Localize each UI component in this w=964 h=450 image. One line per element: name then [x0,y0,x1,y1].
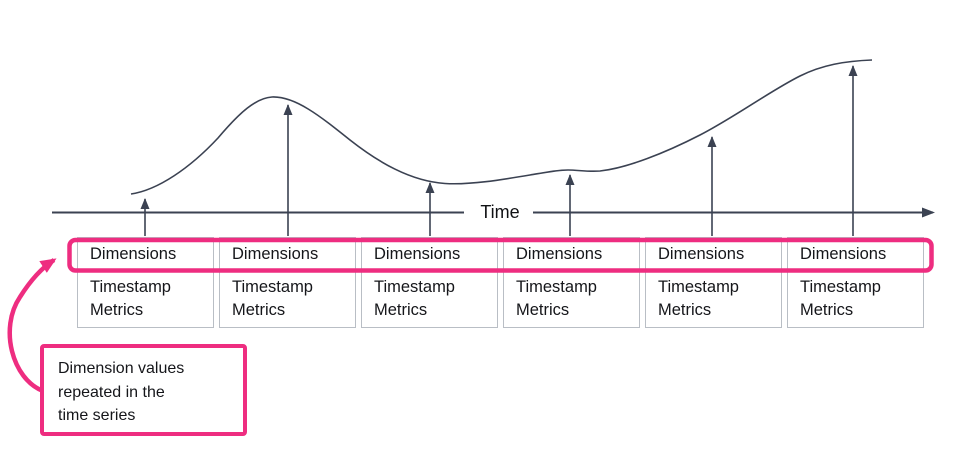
record-dimensions-label: Dimensions [800,245,887,263]
time-axis-label: Time [480,202,520,222]
record-box-3: Dimensions Timestamp Metrics [361,237,498,328]
record-box-6: Dimensions Timestamp Metrics [787,237,924,328]
annotation-line-2: repeated in the [58,383,165,401]
record-timestamp-label: Timestamp [232,278,313,296]
record-metrics-label: Metrics [90,301,144,319]
record-dimensions-label: Dimensions [658,245,745,263]
record-timestamp-label: Timestamp [90,278,171,296]
record-metrics-label: Metrics [800,301,854,319]
record-metrics-label: Metrics [232,301,286,319]
record-metrics-label: Metrics [374,301,428,319]
annotation-callout: Dimension values repeated in the time se… [40,344,247,436]
record-dimensions-label: Dimensions [516,245,603,263]
record-timestamp-label: Timestamp [374,278,455,296]
record-box-4: Dimensions Timestamp Metrics [503,237,640,328]
records-row: Dimensions Timestamp Metrics Dimensions … [77,237,924,328]
record-metrics-label: Metrics [658,301,712,319]
record-dimensions-label: Dimensions [90,245,177,263]
record-timestamp-label: Timestamp [516,278,597,296]
time-series-curve [130,59,873,195]
annotation-line-1: Dimension values [58,360,185,377]
record-dimensions-label: Dimensions [232,245,319,263]
record-box-1: Dimensions Timestamp Metrics [77,237,214,328]
record-dimensions-label: Dimensions [374,245,461,263]
annotation-line-3: time series [58,407,136,424]
record-metrics-label: Metrics [516,301,570,319]
record-box-5: Dimensions Timestamp Metrics [645,237,782,328]
record-box-2: Dimensions Timestamp Metrics [219,237,356,328]
record-timestamp-label: Timestamp [800,278,881,296]
record-timestamp-label: Timestamp [658,278,739,296]
